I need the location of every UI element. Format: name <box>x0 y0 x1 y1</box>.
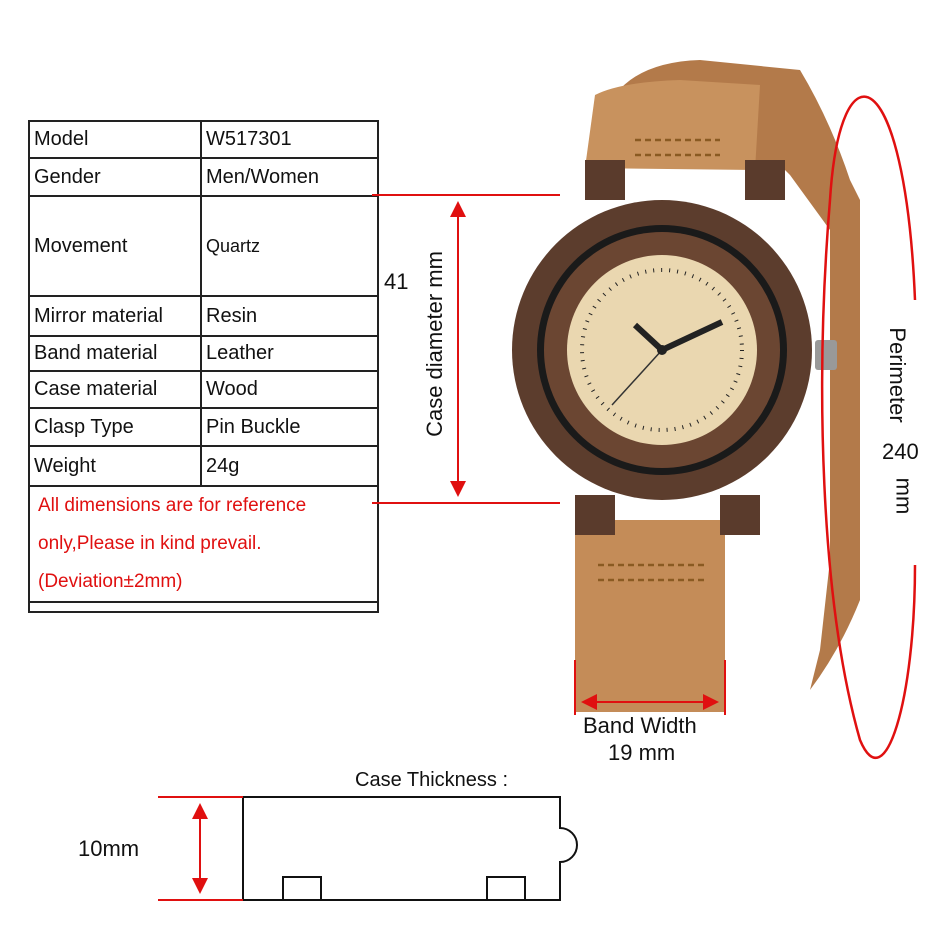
perimeter-label: Perimeter <box>885 327 910 423</box>
spec-value: Pin Buckle <box>200 407 379 447</box>
note-line: (Deviation±2mm) <box>38 571 183 592</box>
perimeter-value: 240 <box>882 439 919 464</box>
reference-note: All dimensions are for reference only,Pl… <box>28 485 379 603</box>
spec-note-row: All dimensions are for reference only,Pl… <box>28 485 379 603</box>
spec-value: Quartz <box>200 195 379 297</box>
spec-label: Band material <box>28 335 202 372</box>
spec-value: Leather <box>200 335 379 372</box>
watch-strap <box>575 60 860 712</box>
note-line: only,Please in kind prevail. <box>38 533 262 554</box>
spec-value: W517301 <box>200 120 379 159</box>
spec-label: Gender <box>28 157 202 197</box>
band-width-value: 19 mm <box>608 740 676 765</box>
case-diameter-marker <box>372 194 560 504</box>
spec-label: Clasp Type <box>28 407 202 447</box>
spec-value: Wood <box>200 370 379 409</box>
spec-value: Men/Women <box>200 157 379 197</box>
spec-label: Movement <box>28 195 202 297</box>
spec-value: 24g <box>200 445 379 487</box>
case-diameter-label: Case diameter mm <box>422 251 447 437</box>
case-thickness-value: 10mm <box>78 836 140 861</box>
spec-label: Mirror material <box>28 295 202 337</box>
spec-empty-row <box>28 601 379 613</box>
spec-value: Resin <box>200 295 379 337</box>
spec-empty-cell <box>28 601 379 613</box>
perimeter-ellipse <box>820 95 917 759</box>
case-thickness-label: Case Thickness : <box>355 769 509 791</box>
watch-case <box>512 160 837 535</box>
band-width-marker <box>574 660 726 715</box>
spec-label: Model <box>28 120 202 159</box>
note-line: All dimensions are for reference <box>38 495 307 516</box>
spec-label: Case material <box>28 370 202 409</box>
case-thickness-diagram <box>158 796 578 901</box>
perimeter-unit: mm <box>891 477 917 515</box>
band-width-label: Band Width <box>583 713 697 738</box>
case-diameter-value: 41 <box>384 269 409 294</box>
spec-label: Weight <box>28 445 202 487</box>
crown-icon <box>815 340 837 370</box>
